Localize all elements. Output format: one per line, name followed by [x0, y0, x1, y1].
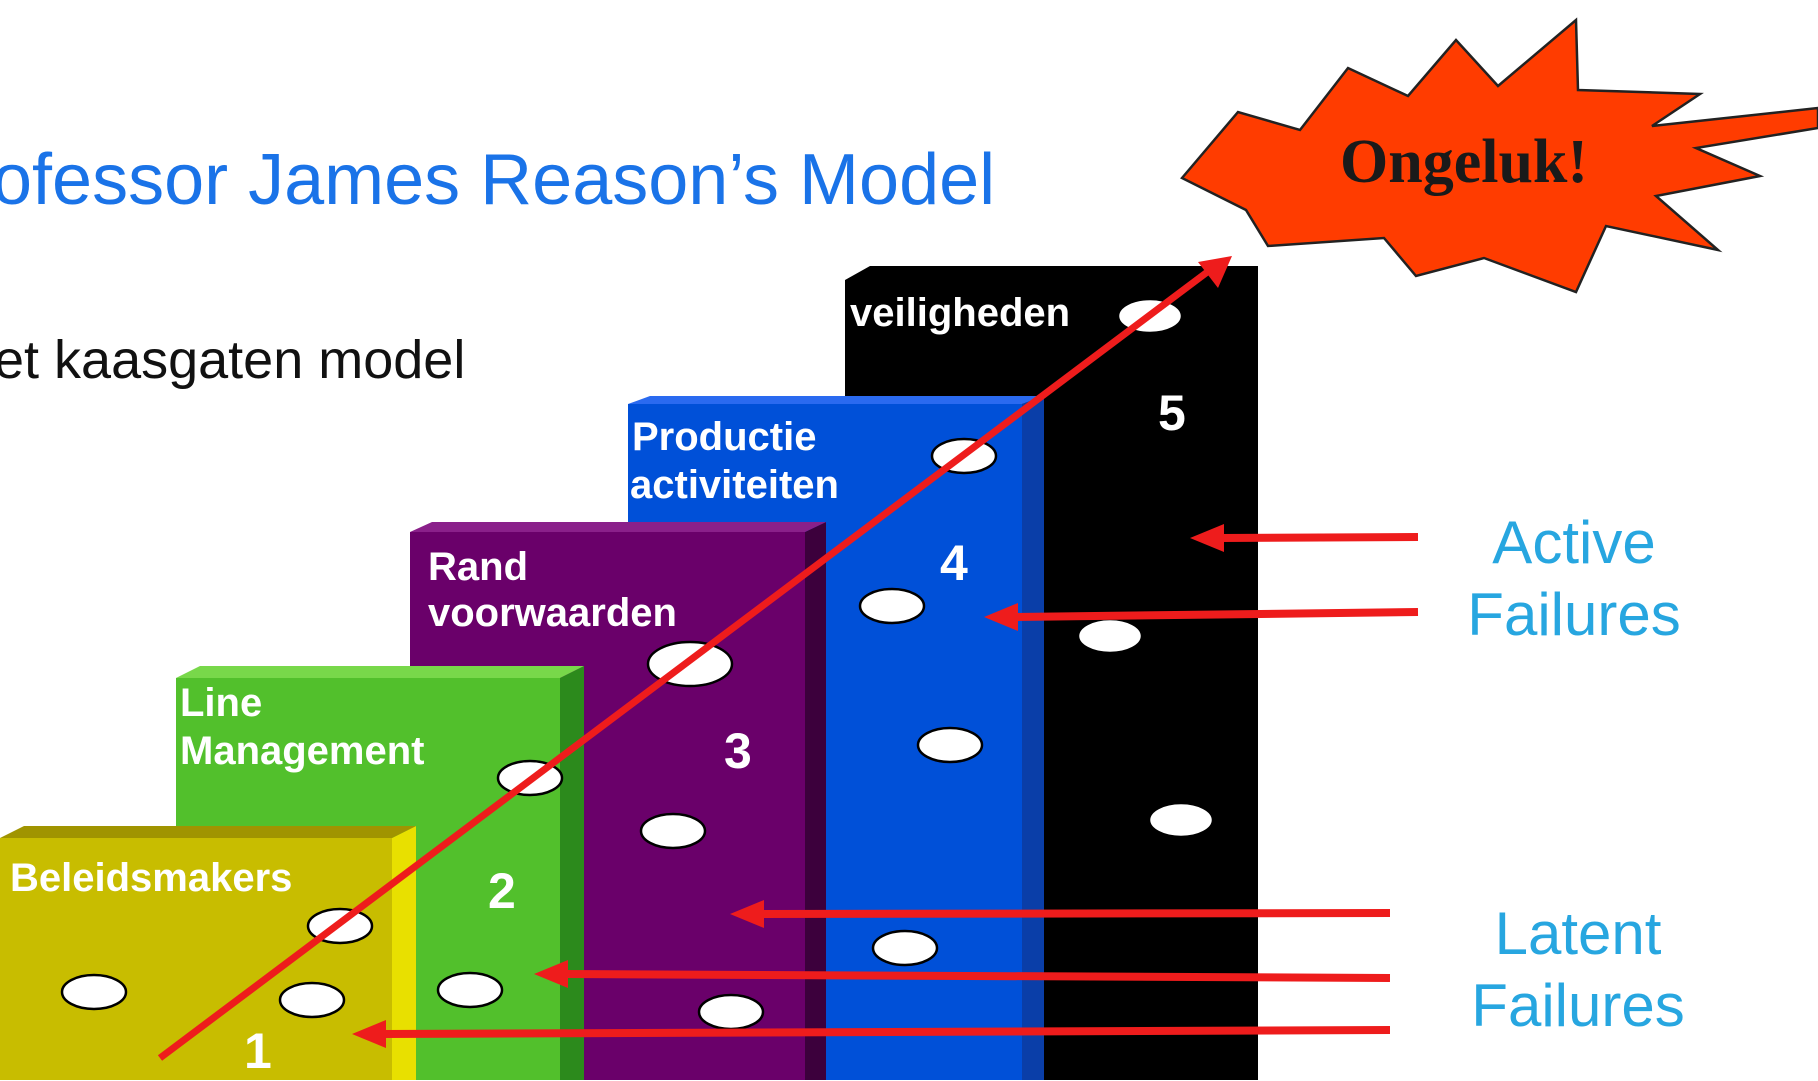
arrow-head	[984, 603, 1018, 631]
layer-1-block: Beleidsmakers 1	[0, 826, 416, 1080]
hole	[436, 971, 504, 1009]
layer-1-number: 1	[244, 1023, 272, 1079]
layer-5-label-line-1: veiligheden	[850, 291, 1070, 335]
active-failures-label-line-1: Active	[1492, 509, 1655, 576]
active-failures-label-line-2: Failures	[1467, 581, 1680, 648]
arrow-to-layer-3	[761, 909, 1391, 918]
arrow-head	[534, 960, 568, 988]
arrow-to-layer-1	[383, 1026, 1391, 1038]
hole	[639, 812, 707, 850]
accident-label: Ongeluk!	[1340, 128, 1588, 196]
active-failure-arrows	[984, 524, 1419, 631]
hole	[1147, 801, 1215, 839]
layer-1-label-line-1: Beleidsmakers	[10, 856, 292, 900]
layer-3-label-line-1: Rand	[428, 545, 528, 589]
accident-burst: Ongeluk!	[1180, 17, 1818, 294]
layer-3-number: 3	[724, 723, 752, 779]
hole	[278, 981, 346, 1019]
hole	[60, 973, 128, 1011]
hole	[697, 993, 765, 1031]
arrow-to-layer-4	[1013, 608, 1419, 621]
layer-4-label-line-1: Productie	[632, 415, 816, 459]
hole	[916, 726, 984, 764]
layer-2-number: 2	[488, 863, 516, 919]
layer-4-label-line-2: activiteiten	[630, 463, 839, 507]
hole	[871, 929, 939, 967]
arrow-head	[730, 900, 764, 928]
layer-2-label-line-1: Line	[180, 681, 262, 725]
layer-4-number: 4	[940, 535, 968, 591]
latent-failures-label-line-2: Failures	[1471, 972, 1684, 1039]
layer-2-label-line-2: Management	[180, 729, 425, 773]
trajectory-arrow	[157, 256, 1232, 1061]
layer-3-label-line-2: voorwaarden	[428, 591, 677, 635]
slide-subtitle: et kaasgaten model	[0, 330, 465, 390]
latent-failures-label-line-1: Latent	[1495, 900, 1662, 967]
hole	[858, 587, 926, 625]
burst-shape	[1180, 17, 1818, 294]
latent-failure-arrows	[352, 900, 1391, 1048]
arrow-head	[1190, 524, 1224, 552]
layer-5-number: 5	[1158, 385, 1186, 441]
arrow-to-layer-5	[1219, 533, 1419, 542]
arrow-head	[352, 1020, 386, 1048]
arrow-to-layer-2	[565, 970, 1391, 982]
hole	[1076, 617, 1144, 655]
slide-title: ofessor James Reason’s Model	[0, 140, 995, 220]
